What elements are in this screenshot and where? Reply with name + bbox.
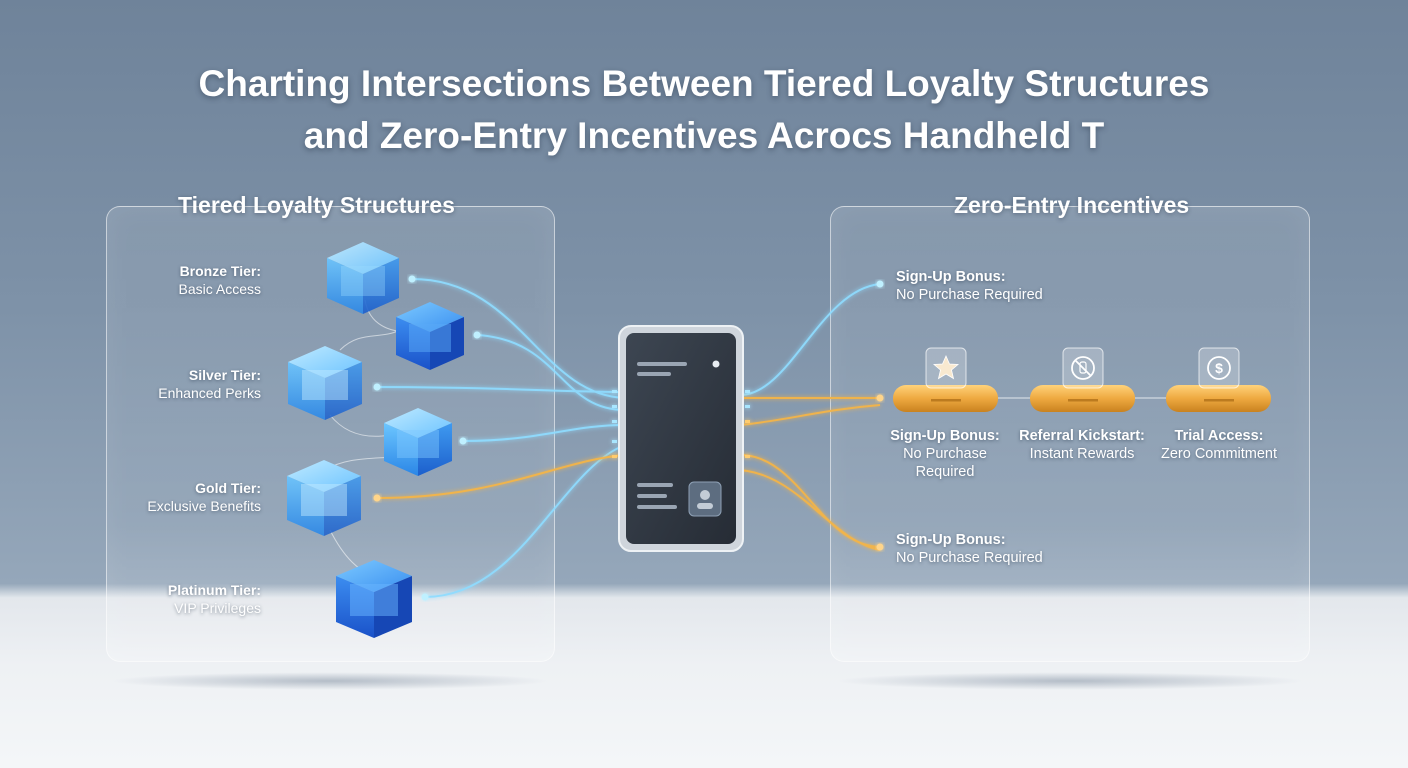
trial-access-button [1166,385,1271,412]
referral-kickstart-label: Referral Kickstart: Instant Rewards [1012,427,1152,463]
zero-entry-heading: Zero-Entry Incentives [954,192,1190,218]
bronze-secondary-cube [396,302,464,370]
silver-tier-label: Silver Tier: Enhanced Perks [158,366,261,402]
platinum-tier-cube [336,560,412,638]
incentive-desc: No Purchase Required [896,287,1043,303]
referral-kickstart-button [1030,385,1135,412]
silver-secondary-cube [384,408,452,476]
incentive-desc-line1: No Purchase [903,446,987,462]
incentive-name: Trial Access: [1174,428,1264,444]
incentive-desc: No Purchase Required [896,550,1043,566]
tier-desc: VIP Privileges [174,600,261,616]
incentive-desc-line1: Instant Rewards [1029,446,1135,462]
tablet-icon [612,325,750,552]
incentive-name: Sign-Up Bonus: [896,532,1006,548]
page-title: Charting Intersections Between Tiered Lo… [0,58,1408,162]
star-icon [925,347,967,389]
tier-name: Bronze Tier: [179,263,261,279]
bronze-tier-label: Bronze Tier: Basic Access [179,262,261,298]
dollar-coin-icon: $ [1198,347,1240,389]
no-fee-icon [1062,347,1104,389]
incentive-desc-line2: Required [915,464,975,480]
orange-flow-lines [376,396,881,551]
tier-desc: Basic Access [178,281,261,297]
tier-name: Silver Tier: [188,367,261,383]
floor [0,598,1408,768]
svg-text:$: $ [1215,360,1223,376]
sign-up-bonus-button [893,385,998,412]
gold-tier-label: Gold Tier: Exclusive Benefits [147,479,261,515]
gold-tier-cube [287,460,361,536]
title-line-2: and Zero-Entry Incentives Acrocs Handhel… [303,115,1105,156]
incentive-desc-line1: Zero Commitment [1160,446,1278,462]
incentive-name: Sign-Up Bonus: [890,428,1000,444]
bronze-tier-cube [327,242,399,314]
platinum-tier-label: Platinum Tier: VIP Privileges [168,581,261,617]
tier-name: Gold Tier: [195,480,261,496]
left-panel-shadow [110,672,550,690]
bottom-incentive-label: Sign-Up Bonus: No Purchase Required [896,531,1043,567]
right-panel-shadow [835,672,1305,690]
sign-up-bonus-label: Sign-Up Bonus: No Purchase Required [880,427,1010,481]
tier-desc: Enhanced Perks [158,385,261,401]
tier-name: Platinum Tier: [167,582,261,598]
left-endpoint-dots [373,275,481,601]
zero-entry-panel [830,206,1310,662]
top-incentive-label: Sign-Up Bonus: No Purchase Required [896,268,1043,304]
right-endpoint-dots [876,280,884,551]
trial-access-label: Trial Access: Zero Commitment [1152,427,1286,463]
incentive-buttons [893,385,1271,412]
incentive-name: Referral Kickstart: [1019,428,1145,444]
incentive-name: Sign-Up Bonus: [896,269,1006,285]
tier-desc: Exclusive Benefits [147,498,261,514]
tiered-loyalty-heading: Tiered Loyalty Structures [178,192,455,218]
silver-tier-cube [288,346,362,420]
title-line-1: Charting Intersections Between Tiered Lo… [198,63,1210,104]
